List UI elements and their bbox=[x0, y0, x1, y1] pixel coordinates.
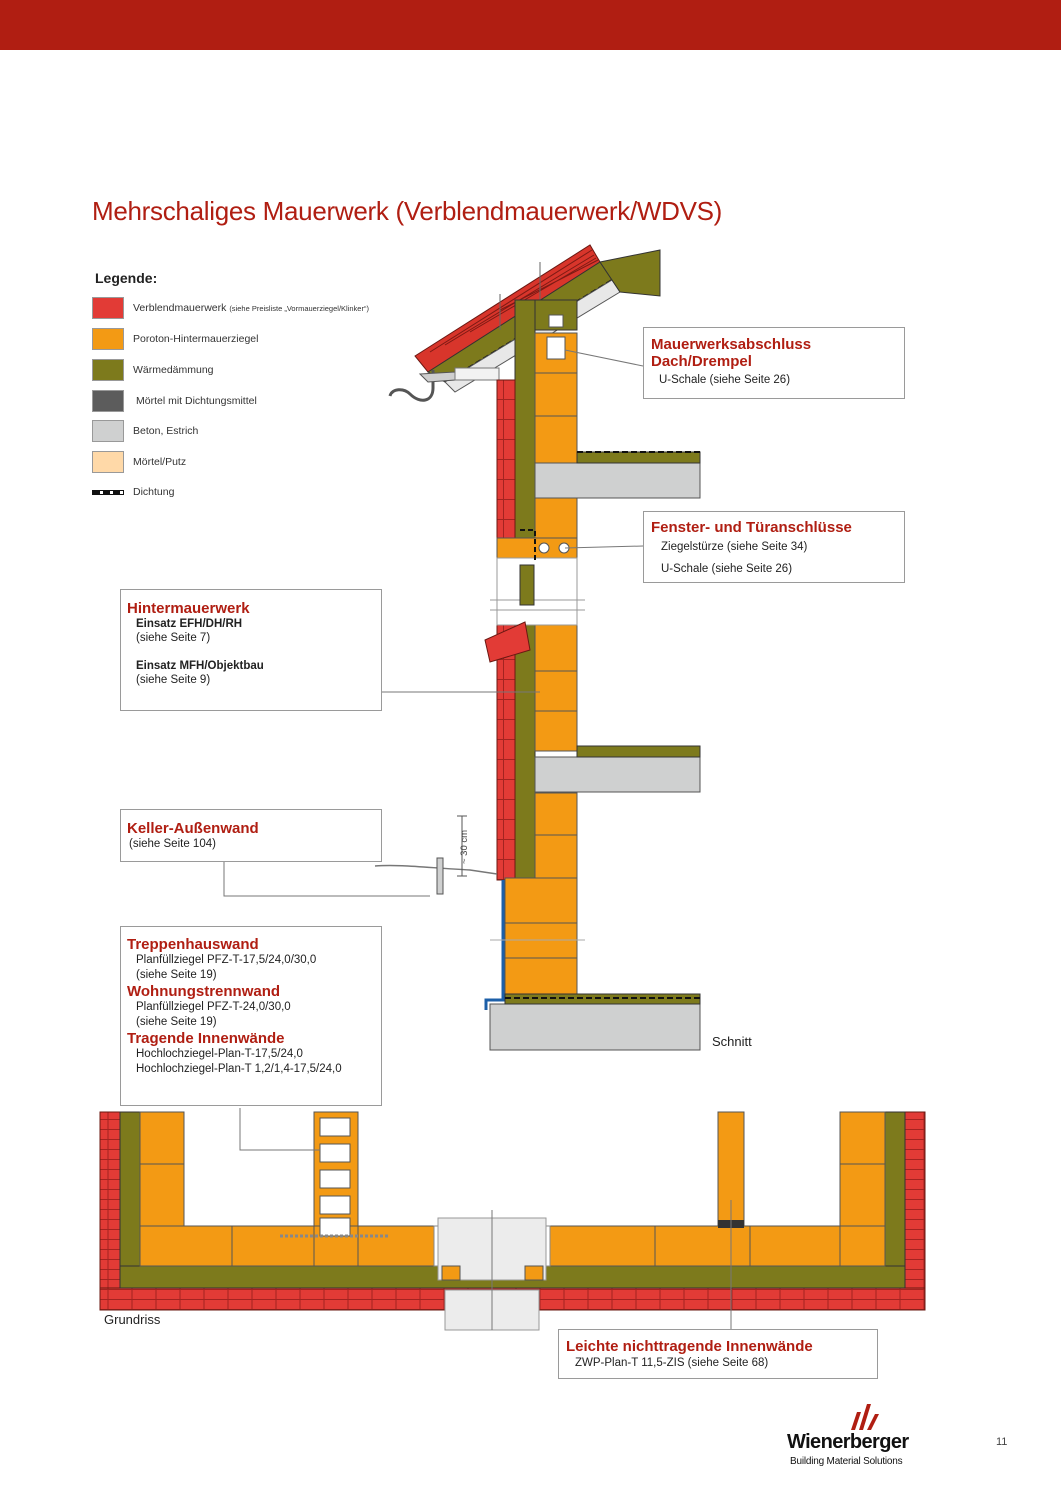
backing-blocks-plan bbox=[139, 1111, 886, 1267]
callout-hintermauerwerk: Hintermauerwerk Einsatz EFH/DH/RH (siehe… bbox=[120, 589, 382, 711]
plan-view: Grundriss bbox=[99, 1108, 926, 1331]
legend-swatch bbox=[92, 451, 124, 473]
legend-item-waermedaemmung: Wärmedämmung bbox=[92, 359, 402, 381]
floor-slabs bbox=[489, 451, 701, 1051]
callout-text: ZWP-Plan-T 11,5-ZIS (siehe Seite 68) bbox=[575, 1357, 769, 1369]
legend-label: Poroton-Hintermauerziegel bbox=[133, 333, 259, 345]
legend-label: Mörtel/Putz bbox=[133, 456, 187, 468]
callout-title: Hintermauerwerk bbox=[127, 600, 250, 617]
legend-swatch bbox=[92, 297, 124, 319]
legend: Legende: Verblendmauerwerk (siehe Preisl… bbox=[92, 270, 402, 498]
wienerberger-logo-icon bbox=[851, 1404, 879, 1430]
callout-innenwaende: Treppenhauswand Planfüllziegel PFZ-T-17,… bbox=[120, 926, 382, 1106]
callout-text: (siehe Seite 104) bbox=[129, 838, 216, 850]
legend-item-beton: Beton, Estrich bbox=[92, 420, 402, 442]
callout-subtitle: Einsatz MFH/Objektbau bbox=[136, 660, 264, 672]
callout-text: Hochlochziegel-Plan-T-17,5/24,0 bbox=[136, 1048, 303, 1060]
legend-swatch bbox=[92, 420, 124, 442]
dimension-label: ~ 30 cm bbox=[459, 830, 470, 864]
callout-leaders bbox=[223, 349, 644, 897]
callout-text: U-Schale (siehe Seite 26) bbox=[659, 374, 791, 386]
callout-keller: Keller-Außenwand (siehe Seite 104) bbox=[120, 809, 382, 862]
callout-text: (siehe Seite 19) bbox=[136, 969, 217, 981]
legend-item-dichtung: Dichtung bbox=[92, 481, 402, 503]
facing-brick-right bbox=[904, 1111, 926, 1311]
page-number: 11 bbox=[996, 1436, 1008, 1448]
legend-label: Verblendmauerwerk bbox=[133, 302, 227, 314]
legend-heading: Legende: bbox=[95, 270, 158, 286]
brand-tagline: Building Material Solutions bbox=[790, 1456, 903, 1467]
brand-logo: Wienerberger Building Material Solutions bbox=[787, 1398, 967, 1473]
callout-text: (siehe Seite 9) bbox=[136, 674, 211, 686]
legend-note: (siehe Preisliste „Vormauerziegel/Klinke… bbox=[229, 304, 369, 313]
section-view: ~ 30 cm Schnitt bbox=[374, 244, 752, 1051]
legend-label: Wärmedämmung bbox=[133, 364, 214, 376]
legend-swatch bbox=[92, 328, 124, 350]
label-grundriss: Grundriss bbox=[104, 1312, 161, 1327]
callout-text: Hochlochziegel-Plan-T 1,2/1,4-17,5/24,0 bbox=[136, 1063, 342, 1075]
legend-item-moertel-dichtung: Mörtel mit Dichtungsmittel bbox=[92, 390, 402, 412]
callout-title: Keller-Außenwand bbox=[127, 820, 259, 837]
callout-text: U-Schale (siehe Seite 26) bbox=[661, 563, 793, 575]
legend-label: Mörtel mit Dichtungsmittel bbox=[136, 395, 257, 407]
label-schnitt: Schnitt bbox=[712, 1034, 752, 1049]
callout-text: (siehe Seite 19) bbox=[136, 1016, 217, 1028]
legend-label: Beton, Estrich bbox=[133, 425, 199, 437]
callout-text: Planfüllziegel PFZ-T-17,5/24,0/30,0 bbox=[136, 954, 317, 966]
callout-text: Ziegelstürze (siehe Seite 34) bbox=[661, 541, 808, 553]
facing-brick-left bbox=[99, 1111, 121, 1311]
callout-title: Dach/Drempel bbox=[651, 353, 752, 370]
seal-line-icon bbox=[92, 490, 124, 495]
callout-mauerwerksabschluss: Mauerwerksabschluss Dach/Drempel U-Schal… bbox=[643, 327, 905, 399]
page-title: Mehrschaliges Mauerwerk (Verblendmauerwe… bbox=[92, 196, 723, 226]
legend-swatch bbox=[92, 390, 124, 412]
legend-item-poroton: Poroton-Hintermauerziegel bbox=[92, 328, 402, 350]
callout-text: Planfüllziegel PFZ-T-24,0/30,0 bbox=[136, 1001, 291, 1013]
callout-title: Wohnungstrennwand bbox=[127, 983, 281, 1000]
callout-text: (siehe Seite 7) bbox=[136, 632, 211, 644]
legend-item-moertel-putz: Mörtel/Putz bbox=[92, 451, 402, 473]
callout-leichte-innenwaende: Leichte nichttragende Innenwände ZWP-Pla… bbox=[558, 1329, 878, 1379]
legend-swatch bbox=[92, 359, 124, 381]
callout-title: Mauerwerksabschluss bbox=[651, 336, 812, 353]
callout-title: Tragende Innenwände bbox=[127, 1030, 285, 1047]
top-accent-bar bbox=[0, 0, 1061, 50]
callout-title: Leichte nichttragende Innenwände bbox=[566, 1338, 813, 1355]
callout-title: Fenster- und Türanschlüsse bbox=[651, 519, 852, 536]
brand-name: Wienerberger bbox=[787, 1431, 909, 1453]
callout-subtitle: Einsatz EFH/DH/RH bbox=[136, 618, 243, 630]
legend-item-verblendmauerwerk: Verblendmauerwerk (siehe Preisliste „Vor… bbox=[92, 297, 402, 319]
callout-title: Treppenhauswand bbox=[127, 936, 259, 953]
callout-fenster: Fenster- und Türanschlüsse Ziegelstürze … bbox=[643, 511, 905, 583]
legend-label: Dichtung bbox=[133, 486, 175, 498]
